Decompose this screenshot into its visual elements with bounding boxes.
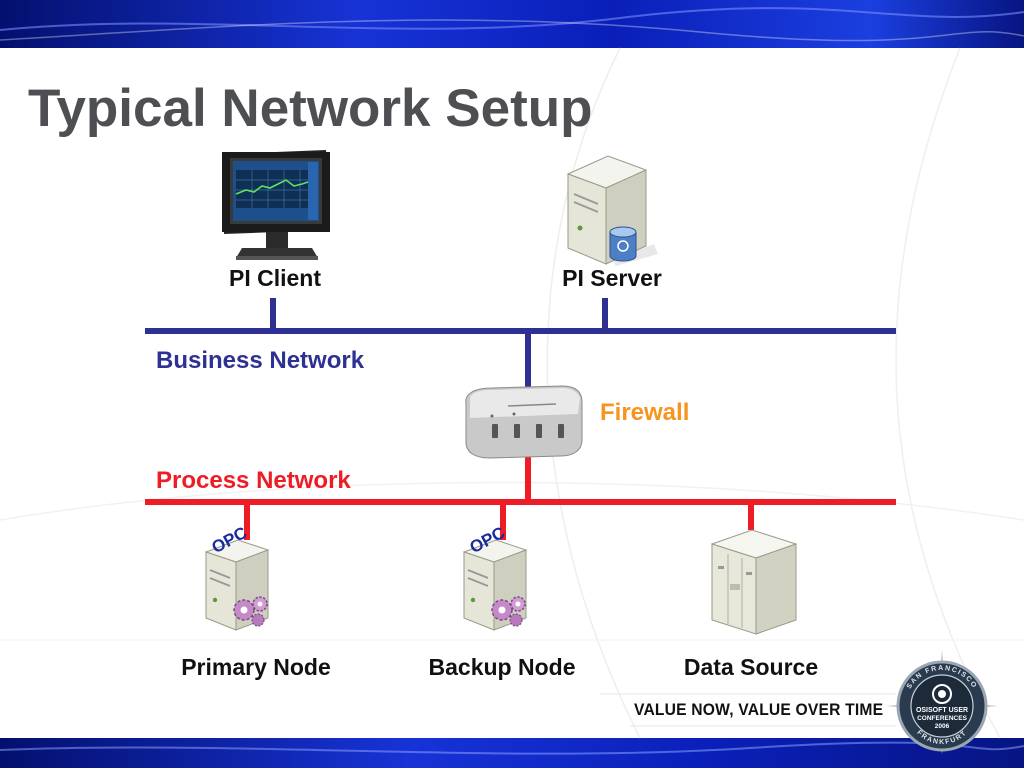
business-network-label: Business Network	[156, 347, 365, 374]
svg-text:CONFERENCES: CONFERENCES	[917, 715, 968, 722]
conference-seal-logo: OSISOFT USER CONFERENCES 2006 SAN FRANCI…	[886, 650, 998, 754]
tagline-rule	[600, 693, 896, 727]
top-gradient-band	[0, 0, 1024, 48]
svg-text:OSISOFT USER: OSISOFT USER	[916, 707, 968, 714]
gears-icon	[491, 596, 526, 627]
process-network-line	[145, 456, 896, 540]
primary-node-label: Primary Node	[181, 654, 331, 680]
business-network-line	[145, 298, 896, 388]
backup-node-server-icon	[462, 539, 528, 631]
primary-node-server-icon	[204, 539, 270, 631]
slide-title: Typical Network Setup	[28, 79, 593, 138]
firewall-router-icon	[465, 385, 583, 459]
process-network-label: Process Network	[156, 467, 351, 494]
pi-server-label: PI Server	[562, 265, 662, 291]
footer-tagline: VALUE NOW, VALUE OVER TIME	[634, 700, 884, 719]
bottom-gradient-band	[0, 738, 1024, 768]
database-icon	[609, 226, 637, 262]
pi-client-label: PI Client	[228, 265, 322, 291]
gears-icon	[233, 596, 268, 627]
firewall-label: Firewall	[600, 399, 690, 426]
pi-server-icon	[566, 155, 658, 266]
svg-text:2006: 2006	[935, 723, 950, 730]
data-source-label: Data Source	[683, 654, 819, 680]
backup-node-label: Backup Node	[428, 654, 576, 680]
data-source-tower-icon	[710, 529, 798, 635]
pi-client-monitor-icon	[222, 150, 330, 260]
